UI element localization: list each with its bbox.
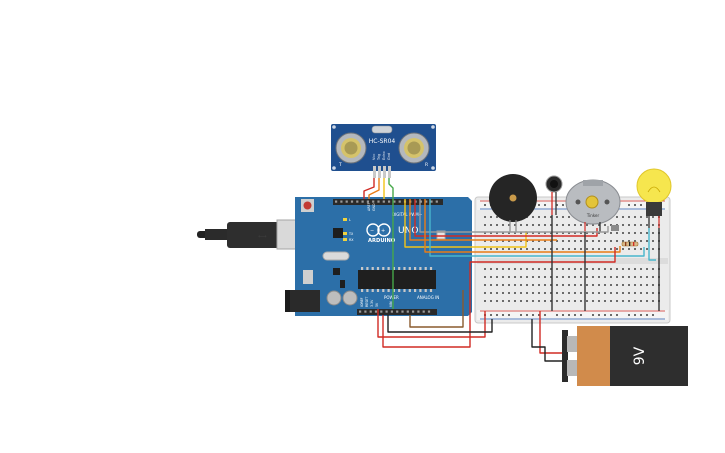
pin-label-trig: Trig <box>377 154 381 161</box>
usb-chip <box>333 228 343 238</box>
ultrasonic-sensor[interactable]: HC-SR04 T R Vcc Trig Echo Gnd <box>331 124 436 178</box>
wire-buzzer <box>404 199 527 248</box>
sensor-t-label: T <box>338 162 342 168</box>
atmega-chip <box>358 270 436 289</box>
v5-label: 5V <box>375 302 379 307</box>
vin-label: VIN <box>389 301 393 307</box>
crystal <box>371 125 393 134</box>
crystal-oscillator <box>322 251 350 261</box>
wire-gray <box>419 199 609 233</box>
transistor[interactable] <box>611 225 619 231</box>
pin-label-gnd: Gnd <box>387 153 391 160</box>
wire-analog <box>409 290 464 328</box>
dc-motor[interactable]: Tinker <box>565 179 621 232</box>
aref-label: AREF <box>367 202 371 211</box>
sensor-r-label: R <box>425 162 428 168</box>
power-label: POWER <box>384 295 399 300</box>
ioref-label: IOREF <box>360 297 364 307</box>
reset-button[interactable] <box>303 201 312 210</box>
reset-label: RESET <box>365 297 369 307</box>
gnd-label: GND <box>372 203 376 211</box>
battery-label: 9V <box>632 346 648 365</box>
arduino-uno[interactable]: AREF GND DIGITAL PWM~ − + ARDUINO UNO L … <box>285 197 472 316</box>
brand-label: ARDUINO <box>368 238 396 244</box>
wires[interactable] <box>363 178 660 362</box>
power-jack <box>288 290 320 312</box>
wire-battery-neg <box>531 319 567 362</box>
l-led <box>343 218 347 221</box>
svg-text:−: − <box>370 228 374 234</box>
battery-9v[interactable]: 9V <box>562 326 688 386</box>
wire-trig <box>368 178 380 199</box>
bulb-icon <box>636 168 672 204</box>
digital-pwm-label: DIGITAL PWM~ <box>392 212 422 217</box>
rx-label: RX <box>349 238 354 242</box>
capacitor-1 <box>326 290 342 306</box>
v33-label: 3.3V <box>370 299 374 307</box>
analog-in-label: ANALOG IN <box>417 295 439 300</box>
arduino-logo-icon <box>366 223 380 237</box>
wire-motor <box>409 199 557 241</box>
motor-shaft-icon <box>585 195 599 209</box>
tx-label: TX <box>348 232 354 236</box>
small-sensor[interactable] <box>545 175 563 215</box>
model-label: UNO <box>398 226 418 236</box>
svg-text:+: + <box>381 228 385 234</box>
wire-gnd-2 <box>387 315 493 333</box>
motor-label: Tinker <box>586 213 600 218</box>
wire-battery-pos <box>539 311 567 354</box>
wire-cyan <box>429 199 645 257</box>
battery-clip <box>562 330 568 382</box>
wire-gnd <box>388 178 394 309</box>
light-bulb[interactable] <box>636 168 672 228</box>
svg-text:⟷: ⟷ <box>258 233 267 240</box>
pin-label-vcc: Vcc <box>372 154 376 160</box>
capacitor-2 <box>342 290 358 306</box>
wire-5v <box>377 309 486 338</box>
sensor-model-label: HC-SR04 <box>369 138 396 145</box>
wire-vcc <box>363 178 375 199</box>
regulator <box>303 270 313 284</box>
pin-label-echo: Echo <box>382 152 386 161</box>
l-label: L <box>349 218 351 222</box>
piezo-buzzer[interactable] <box>489 174 537 232</box>
